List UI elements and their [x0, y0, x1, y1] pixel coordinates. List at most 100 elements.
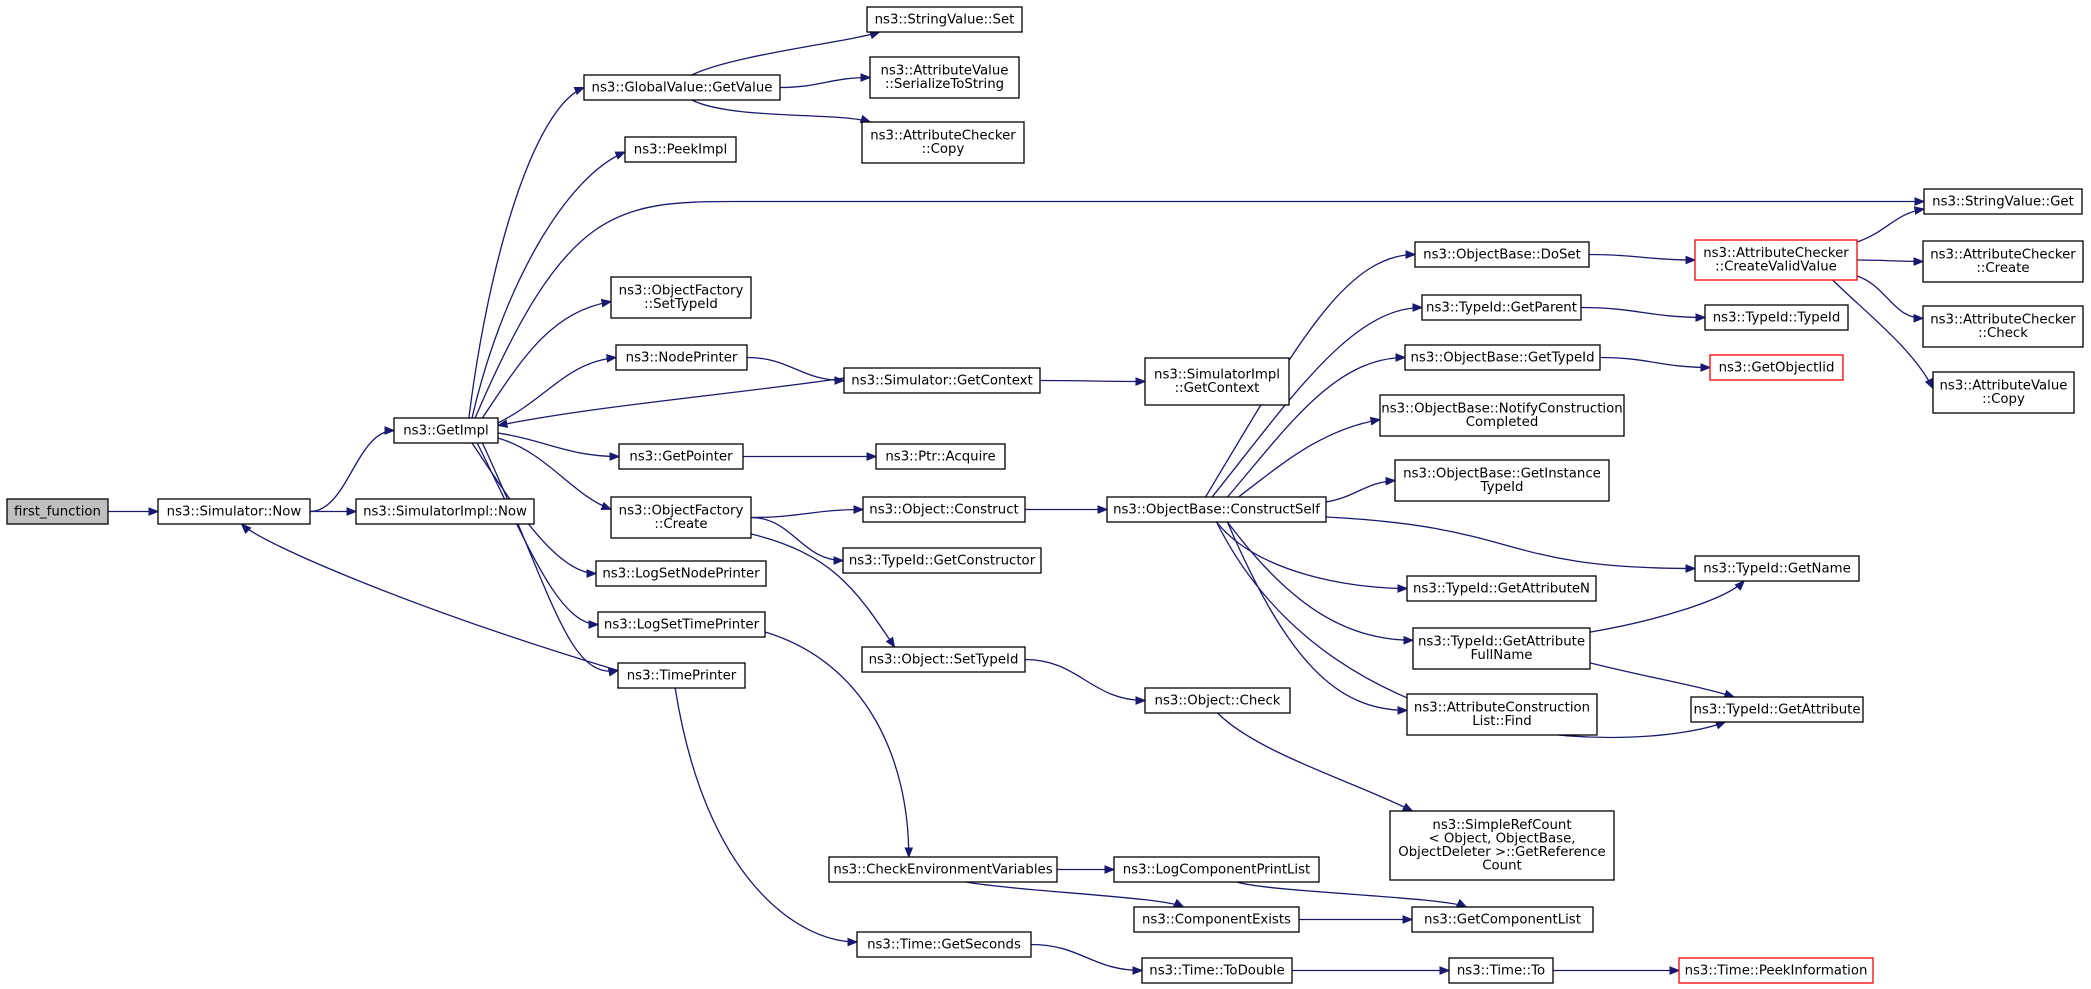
node-ob-constructself[interactable]: ns3::ObjectBase::ConstructSelf	[1106, 496, 1327, 523]
node-peekimpl-box	[624, 136, 737, 163]
node-acl-find-label: List::Find	[1472, 714, 1531, 729]
node-tid-getattribute[interactable]: ns3::TypeId::GetAttribute	[1690, 696, 1864, 723]
node-av-serialize-label: ::SerializeToString	[885, 77, 1004, 92]
node-of-settypeid[interactable]: ns3::ObjectFactory::SetTypeId	[610, 276, 752, 319]
node-timeprinter-label: ns3::TimePrinter	[627, 668, 737, 683]
node-logsetnodeprinter-box	[595, 560, 767, 587]
node-ac-create-label: ::Create	[1976, 261, 2029, 276]
node-ob-doset[interactable]: ns3::ObjectBase::DoSet	[1414, 241, 1590, 268]
node-peekimpl-label: ns3::PeekImpl	[634, 142, 727, 157]
node-logsetnodeprinter[interactable]: ns3::LogSetNodePrinter	[595, 560, 767, 587]
node-getcomplist[interactable]: ns3::GetComponentList	[1411, 906, 1594, 933]
edge-of-create-to-obj-construct	[750, 510, 863, 519]
node-sim-getcontext[interactable]: ns3::Simulator::GetContext	[843, 367, 1041, 394]
node-of-create-label: ns3::ObjectFactory	[619, 504, 744, 519]
node-nodeprinter[interactable]: ns3::NodePrinter	[615, 344, 748, 371]
edge-ob-doset-to-ac-createvalid	[1588, 253, 1695, 261]
node-simimpl-getcontext-label: ::GetContext	[1175, 381, 1260, 396]
node-ac-createvalid[interactable]: ns3::AttributeChecker::CreateValidValue	[1694, 239, 1858, 281]
node-compexists[interactable]: ns3::ComponentExists	[1133, 906, 1300, 933]
node-obj-construct[interactable]: ns3::Object::Construct	[862, 496, 1026, 523]
node-av-serialize-label: ns3::AttributeValue	[880, 64, 1008, 79]
edge-getimpl-to-logsettimeprinter	[476, 442, 598, 625]
node-ob-notify[interactable]: ns3::ObjectBase::NotifyConstructionCompl…	[1379, 394, 1625, 437]
node-srefcount-box	[1389, 810, 1615, 881]
edge-sim-getcontext-to-getimpl	[498, 377, 845, 426]
node-obj-check[interactable]: ns3::Object::Check	[1144, 687, 1291, 714]
node-av-copy-label: ::Copy	[1982, 392, 2025, 407]
node-checkenv[interactable]: ns3::CheckEnvironmentVariables	[828, 856, 1058, 883]
node-av-copy[interactable]: ns3::AttributeValue::Copy	[1932, 371, 2075, 414]
node-av-copy-label: ns3::AttributeValue	[1939, 379, 2067, 394]
node-getobjectiid[interactable]: ns3::GetObjectIid	[1709, 354, 1844, 381]
node-getpointer[interactable]: ns3::GetPointer	[618, 443, 744, 470]
edge-ob-constructself-to-tid-getparent	[1211, 308, 1422, 498]
node-ac-copy-label: ::Copy	[922, 142, 965, 157]
node-ob-getinstance-box	[1394, 459, 1610, 502]
node-of-create[interactable]: ns3::ObjectFactory::Create	[610, 496, 752, 539]
node-av-serialize[interactable]: ns3::AttributeValue::SerializeToString	[869, 56, 1020, 99]
node-time-getseconds[interactable]: ns3::Time::GetSeconds	[856, 931, 1032, 958]
node-of-settypeid-label: ::SetTypeId	[644, 297, 718, 312]
node-tid-getattribute-box	[1690, 696, 1864, 723]
node-av-copy-box	[1932, 371, 2075, 414]
node-sv-get-label: ns3::StringValue::Get	[1932, 194, 2074, 209]
node-ob-doset-box	[1414, 241, 1590, 268]
node-compexists-box	[1133, 906, 1300, 933]
node-sv-set-box	[866, 6, 1023, 33]
node-ac-check[interactable]: ns3::AttributeChecker::Check	[1922, 305, 2084, 348]
node-tid-getattrfull-label: FullName	[1471, 648, 1533, 663]
edge-timeprinter-to-sim-now	[242, 524, 619, 672]
node-ob-gettypeid[interactable]: ns3::ObjectBase::GetTypeId	[1404, 344, 1601, 371]
node-logcompprintlist[interactable]: ns3::LogComponentPrintList	[1113, 856, 1320, 883]
edge-nodeprinter-to-sim-getcontext	[746, 356, 844, 381]
node-gv-getvalue-box	[583, 74, 781, 101]
node-srefcount-label: ns3::SimpleRefCount	[1432, 818, 1571, 833]
node-timeprinter[interactable]: ns3::TimePrinter	[617, 662, 746, 689]
node-getimpl[interactable]: ns3::GetImpl	[393, 417, 499, 444]
node-obj-settypeid[interactable]: ns3::Object::SetTypeId	[861, 646, 1026, 673]
node-tid-getparent[interactable]: ns3::TypeId::GetParent	[1421, 294, 1582, 321]
node-ac-copy[interactable]: ns3::AttributeChecker::Copy	[861, 121, 1025, 164]
node-tid-getattrn[interactable]: ns3::TypeId::GetAttributeN	[1406, 575, 1597, 602]
node-sv-get[interactable]: ns3::StringValue::Get	[1923, 188, 2083, 215]
edge-ob-gettypeid-to-getobjectiid	[1599, 356, 1710, 368]
node-nodeprinter-box	[615, 344, 748, 371]
node-peekimpl[interactable]: ns3::PeekImpl	[624, 136, 737, 163]
node-sim-now-label: ns3::Simulator::Now	[167, 504, 302, 519]
node-ac-create[interactable]: ns3::AttributeChecker::Create	[1922, 240, 2084, 283]
node-logsettimeprinter-label: ns3::LogSetTimePrinter	[604, 617, 760, 632]
node-simimpl-now[interactable]: ns3::SimulatorImpl::Now	[355, 498, 535, 525]
node-ac-createvalid-box	[1694, 239, 1858, 281]
node-srefcount[interactable]: ns3::SimpleRefCount< Object, ObjectBase,…	[1389, 810, 1615, 881]
edge-getimpl-to-nodeprinter	[497, 358, 616, 424]
edge-obj-settypeid-to-obj-check	[1024, 658, 1145, 701]
node-ob-getinstance-label: TypeId	[1480, 480, 1524, 495]
node-getimpl-label: ns3::GetImpl	[403, 423, 488, 438]
edge-tid-getattrfull-to-tid-getattribute	[1589, 662, 1734, 697]
node-gv-getvalue[interactable]: ns3::GlobalValue::GetValue	[583, 74, 781, 101]
node-sim-now[interactable]: ns3::Simulator::Now	[157, 498, 311, 525]
node-time-todouble[interactable]: ns3::Time::ToDouble	[1141, 957, 1293, 984]
node-gv-getvalue-label: ns3::GlobalValue::GetValue	[592, 80, 773, 95]
node-tid-getconstructor[interactable]: ns3::TypeId::GetConstructor	[842, 547, 1042, 574]
node-tid-typeid[interactable]: ns3::TypeId::TypeId	[1704, 304, 1849, 331]
node-logsettimeprinter[interactable]: ns3::LogSetTimePrinter	[597, 611, 766, 638]
node-ob-constructself-box	[1106, 496, 1327, 523]
node-sv-set[interactable]: ns3::StringValue::Set	[866, 6, 1023, 33]
node-tid-getname[interactable]: ns3::TypeId::GetName	[1694, 555, 1860, 582]
edge-ob-constructself-to-ob-notify	[1238, 420, 1380, 498]
edge-timeprinter-to-time-getseconds	[674, 687, 857, 942]
node-av-serialize-box	[869, 56, 1020, 99]
node-simimpl-getcontext[interactable]: ns3::SimulatorImpl::GetContext	[1144, 357, 1290, 406]
node-getcomplist-box	[1411, 906, 1594, 933]
node-time-peekinfo[interactable]: ns3::Time::PeekInformation	[1678, 957, 1874, 984]
node-of-create-label: ::Create	[654, 517, 707, 532]
node-time-to[interactable]: ns3::Time::To	[1448, 957, 1554, 984]
edge-getimpl-to-of-settypeid	[481, 302, 611, 419]
node-logcompprintlist-box	[1113, 856, 1320, 883]
node-ptr-acquire[interactable]: ns3::Ptr::Acquire	[875, 443, 1006, 470]
